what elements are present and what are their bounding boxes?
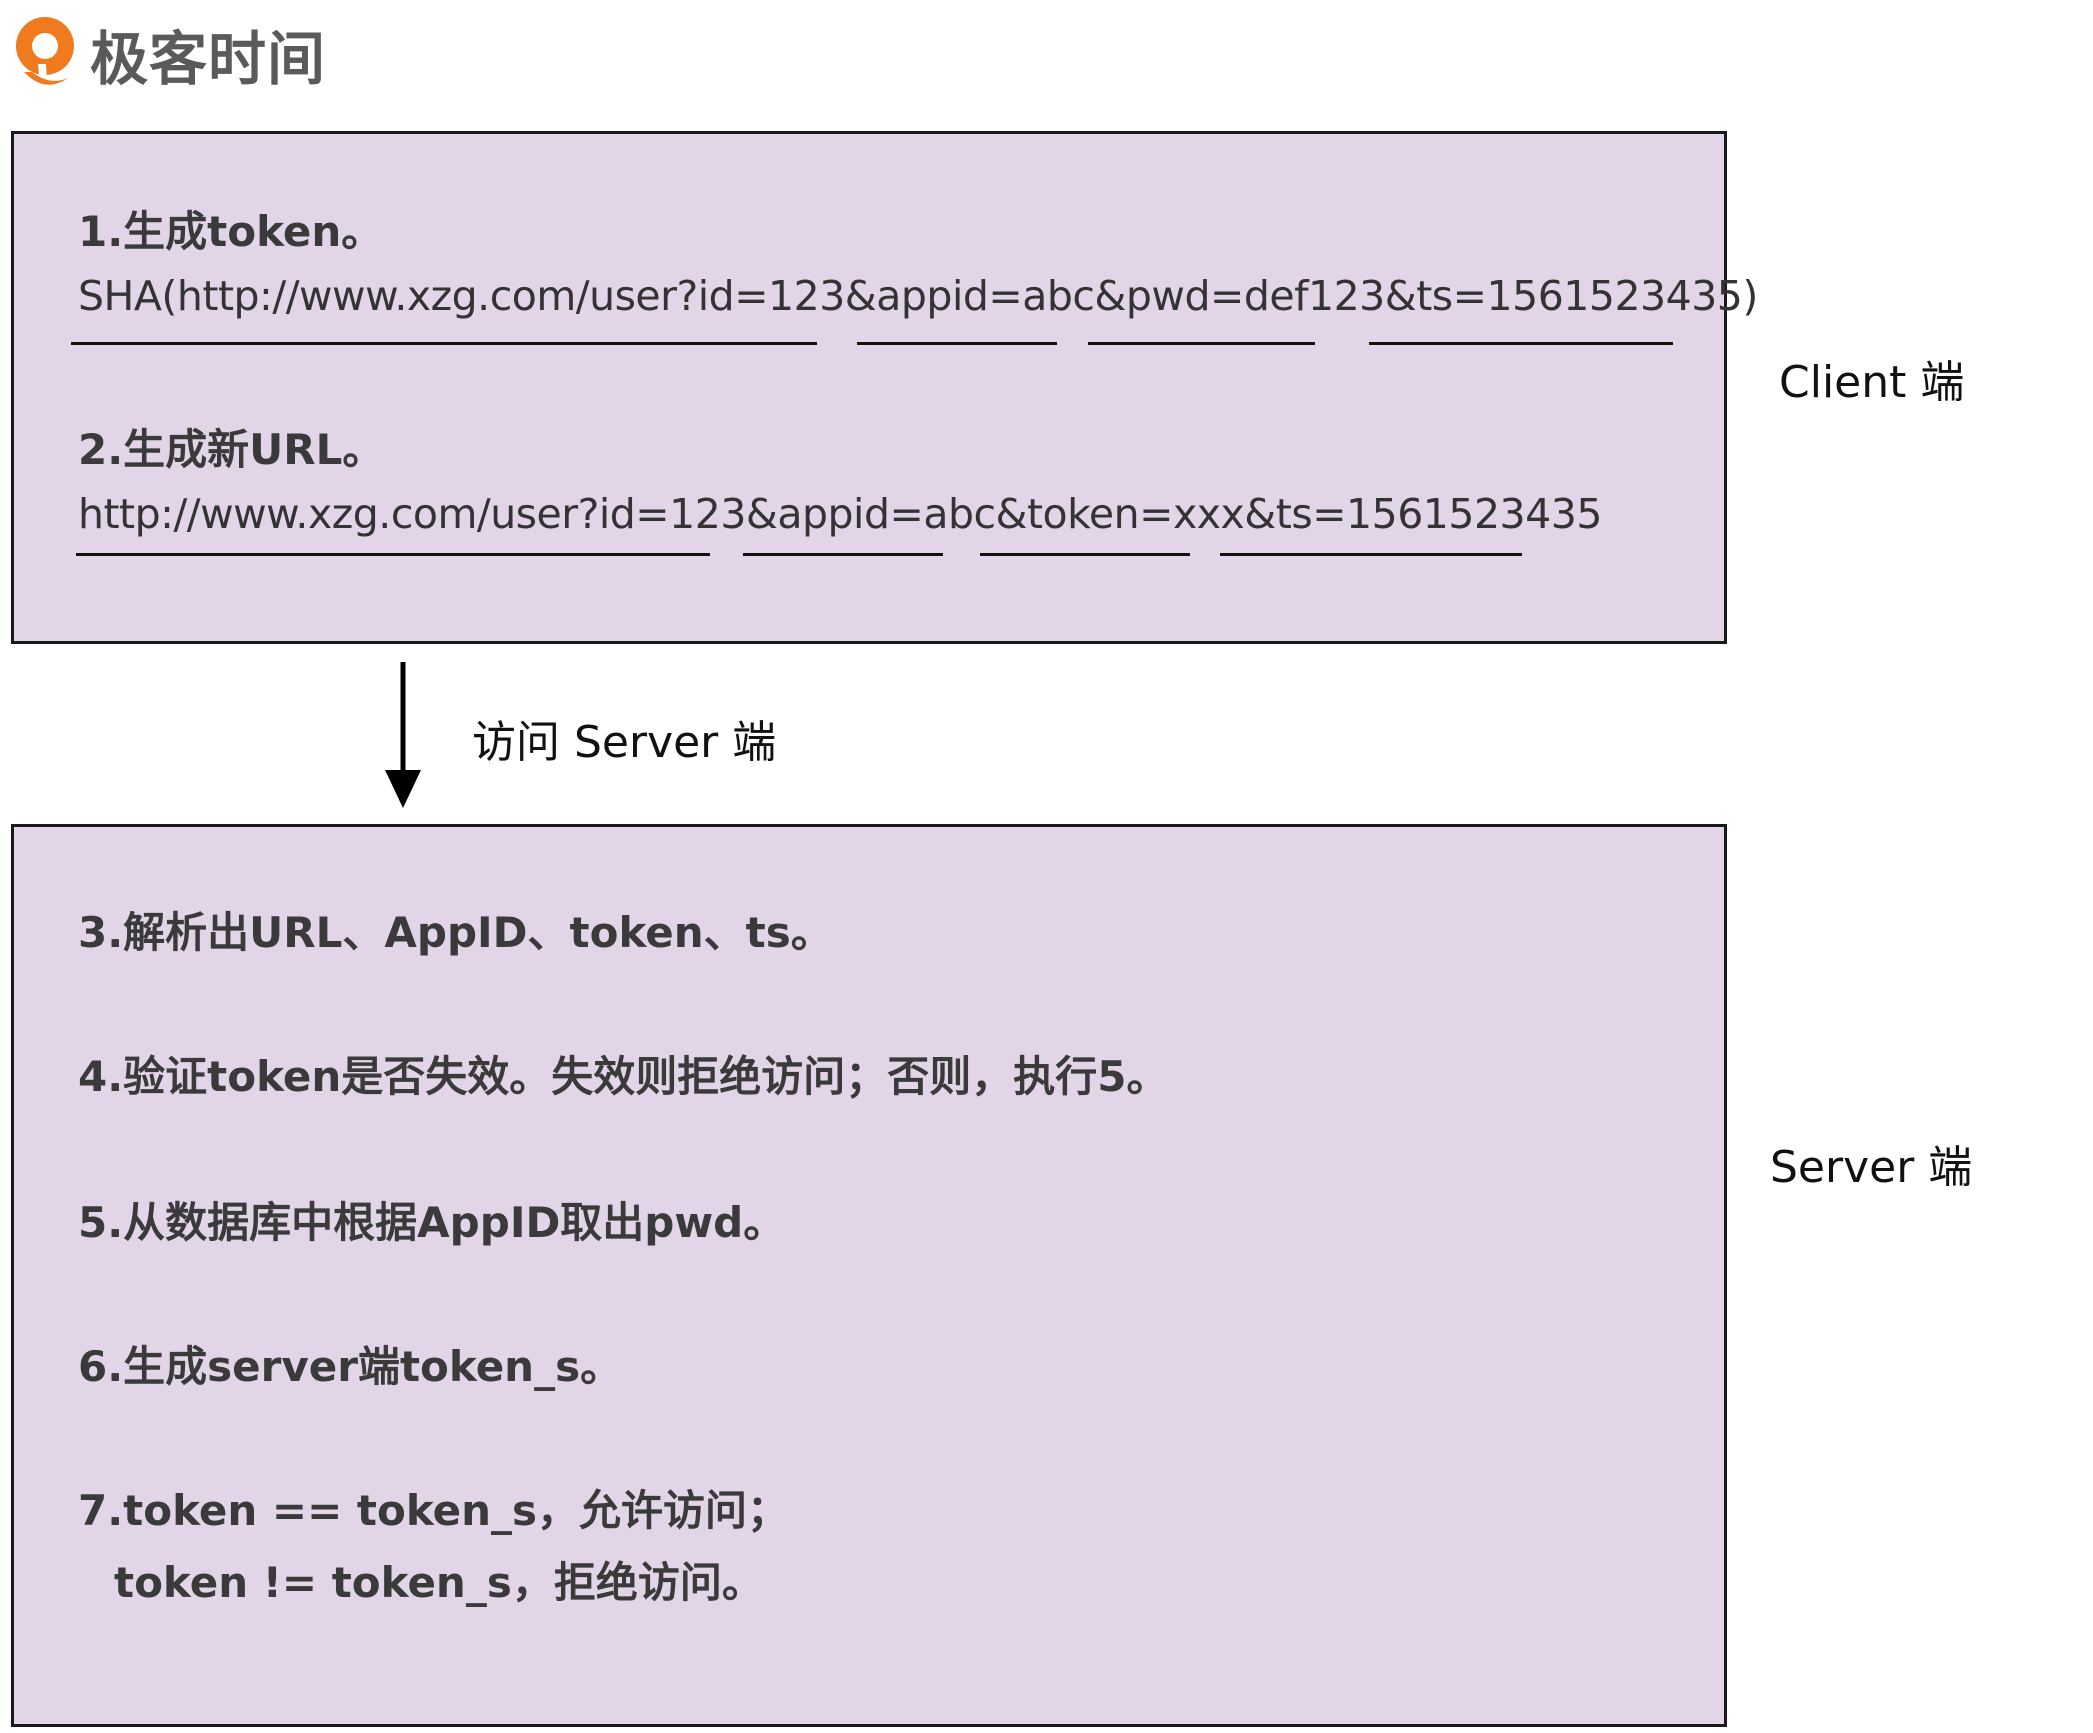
underline-token-segment bbox=[980, 553, 1190, 556]
step4-text: 4.验证token是否失效。失效则拒绝访问；否则，执行5。 bbox=[78, 1052, 1169, 1101]
transition-label: 访问 Server 端 bbox=[472, 717, 777, 768]
underline-ts-segment bbox=[1220, 553, 1522, 556]
step6-text: 6.生成server端token_s。 bbox=[78, 1342, 623, 1391]
underline-url-segment bbox=[71, 342, 817, 345]
brand-header: 极客时间 bbox=[10, 12, 326, 96]
client-panel: 1.生成token。 SHA(http://www.xzg.com/user?i… bbox=[11, 131, 1758, 644]
underline-url-segment bbox=[76, 553, 710, 556]
underline-ts-segment bbox=[1369, 342, 1673, 345]
step1-title: 1.生成token。 bbox=[78, 207, 384, 256]
step7-text-line2: token != token_s，拒绝访问。 bbox=[114, 1558, 764, 1607]
underline-appid-segment bbox=[743, 553, 943, 556]
step2-url: http://www.xzg.com/user?id=123&appid=abc… bbox=[78, 490, 1602, 538]
brand-name: 极客时间 bbox=[90, 25, 327, 93]
step2-title: 2.生成新URL。 bbox=[78, 425, 385, 474]
server-side-label: Server 端 bbox=[1770, 1142, 1973, 1193]
step7-text-line1: 7.token == token_s，允许访问； bbox=[78, 1486, 790, 1535]
client-side-label: Client 端 bbox=[1779, 357, 1965, 408]
geektime-logo-icon bbox=[16, 17, 74, 85]
step3-text: 3.解析出URL、AppID、token、ts。 bbox=[78, 908, 833, 957]
step5-text: 5.从数据库中根据AppID取出pwd。 bbox=[78, 1198, 786, 1247]
underline-pwd-segment bbox=[1088, 342, 1315, 345]
underline-appid-segment bbox=[857, 342, 1057, 345]
step1-formula: SHA(http://www.xzg.com/user?id=123&appid… bbox=[78, 272, 1758, 320]
server-panel: 3.解析出URL、AppID、token、ts。 4.验证token是否失效。失… bbox=[11, 824, 1727, 1727]
arrow-down-icon bbox=[385, 662, 421, 808]
